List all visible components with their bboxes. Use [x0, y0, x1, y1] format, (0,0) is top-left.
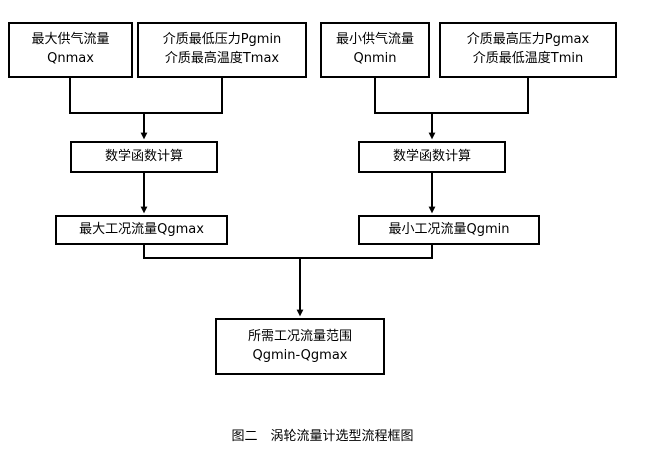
- node-min-supply-flow: 最小供气流量 Qnmin: [320, 22, 430, 78]
- node-min-supply-flow-line1: 最小供气流量: [335, 32, 414, 48]
- node-math-calc-right: 数学函数计算: [358, 141, 506, 173]
- node-min-pressure-max-temp-line1: 介质最低压力Pgmin: [162, 32, 282, 48]
- node-math-calc-left: 数学函数计算: [70, 141, 218, 173]
- node-min-pressure-max-temp-line2: 介质最高温度Tmax: [164, 51, 280, 66]
- node-result-range-line2: Qgmin-Qgmax: [252, 347, 348, 363]
- node-min-supply-flow-line2: Qnmin: [353, 51, 397, 66]
- node-qgmax-label: 最大工况流量Qgmax: [79, 221, 204, 237]
- node-result-range: 所需工况流量范围 Qgmin-Qgmax: [215, 318, 385, 375]
- node-math-calc-right-label: 数学函数计算: [392, 148, 471, 164]
- node-max-supply-flow-line2: Qnmax: [47, 51, 94, 66]
- node-qgmax: 最大工况流量Qgmax: [55, 215, 228, 245]
- node-max-supply-flow-line1: 最大供气流量: [31, 32, 110, 48]
- node-result-range-line1: 所需工况流量范围: [247, 328, 352, 344]
- node-math-calc-left-label: 数学函数计算: [104, 148, 183, 164]
- node-max-pressure-min-temp: 介质最高压力Pgmax 介质最低温度Tmin: [439, 22, 617, 78]
- node-qgmin-label: 最小工况流量Qgmin: [388, 221, 510, 237]
- node-max-supply-flow: 最大供气流量 Qnmax: [8, 22, 133, 78]
- node-max-pressure-min-temp-line1: 介质最高压力Pgmax: [466, 32, 590, 48]
- node-min-pressure-max-temp: 介质最低压力Pgmin 介质最高温度Tmax: [137, 22, 307, 78]
- node-max-pressure-min-temp-line2: 介质最低温度Tmin: [472, 51, 584, 66]
- node-qgmin: 最小工况流量Qgmin: [358, 215, 540, 245]
- figure-caption: 图二 涡轮流量计选型流程框图: [231, 429, 414, 444]
